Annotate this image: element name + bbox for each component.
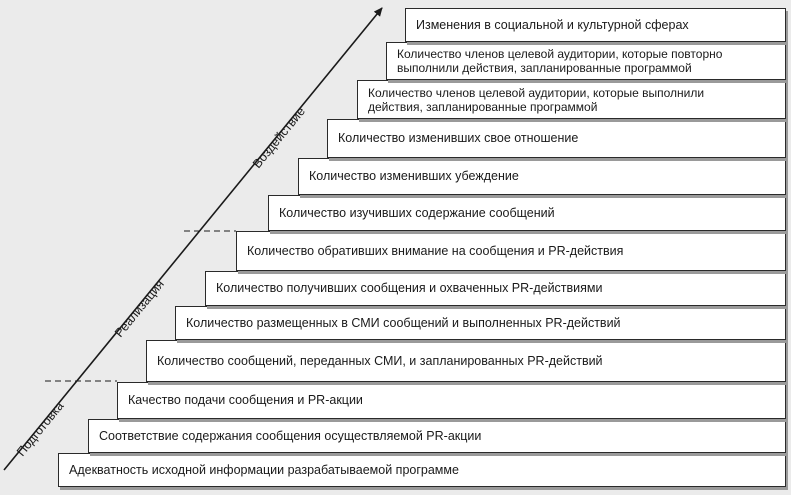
stage-2: Соответствие содержания сообщения осущес…	[88, 419, 786, 453]
stage-12-text: Количество членов целевой аудитории, кот…	[397, 47, 722, 75]
diagonal-arrow	[3, 7, 383, 471]
stage-5-label: Количество размещенных в СМИ сообщений и…	[186, 315, 621, 330]
stage-12-line-1: Количество членов целевой аудитории, кот…	[397, 47, 723, 61]
stage-8-label: Количество изучивших содержание сообщени…	[279, 205, 555, 220]
stage-6: Количество получивших сообщения и охваче…	[205, 271, 786, 306]
stage-12-line-2: выполнили действия, запланированные прог…	[397, 61, 692, 75]
stage-11-text: Количество членов целевой аудитории, кот…	[368, 86, 704, 114]
stage-9-label: Количество изменивших убеждение	[309, 169, 519, 183]
stage-6-label: Количество получивших сообщения и охваче…	[216, 281, 603, 295]
stage-13: Изменения в социальной и культурной сфер…	[405, 8, 786, 42]
stage-1-label: Адекватность исходной информации разраба…	[69, 462, 459, 477]
stage-3: Качество подачи сообщения и PR-акции	[117, 382, 786, 419]
stage-4-label: Количество сообщений, переданных СМИ, и …	[157, 353, 603, 368]
stage-2-label: Соответствие содержания сообщения осущес…	[99, 428, 482, 443]
stage-11-line-1: Количество членов целевой аудитории, кот…	[368, 85, 705, 100]
stage-1: Адекватность исходной информации разраба…	[58, 453, 786, 487]
stage-7: Количество обративших внимание на сообще…	[236, 231, 786, 271]
stage-7-label: Количество обративших внимание на сообще…	[247, 243, 624, 258]
stage-10: Количество изменивших свое отношение	[327, 119, 786, 158]
stage-4: Количество сообщений, переданных СМИ, и …	[146, 340, 786, 382]
stage-3-label: Качество подачи сообщения и PR-акции	[128, 393, 363, 407]
stage-8: Количество изучивших содержание сообщени…	[268, 195, 786, 231]
stage-9: Количество изменивших убеждение	[298, 158, 786, 195]
stage-11-line-2: действия, запланированные программой	[368, 99, 598, 114]
stage-11: Количество членов целевой аудитории, кот…	[357, 80, 786, 119]
stage-10-label: Количество изменивших свое отношение	[338, 131, 579, 145]
stage-13-label: Изменения в социальной и культурной сфер…	[416, 17, 689, 32]
stage-12: Количество членов целевой аудитории, кот…	[386, 42, 786, 80]
stage-5: Количество размещенных в СМИ сообщений и…	[175, 306, 786, 340]
